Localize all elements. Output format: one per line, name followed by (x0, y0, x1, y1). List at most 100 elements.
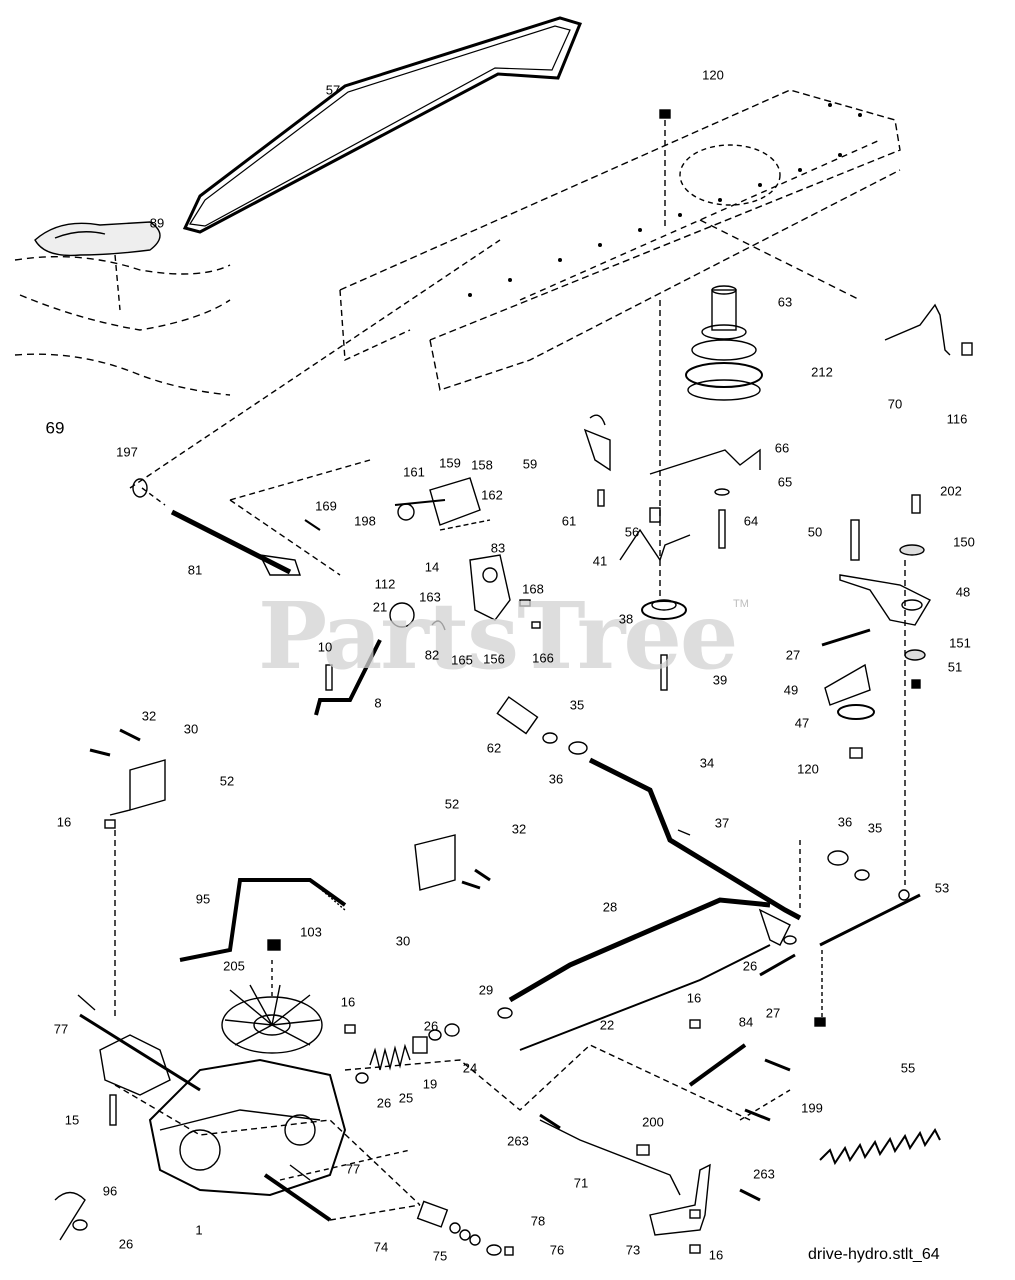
callout-label: 56 (624, 524, 640, 540)
callout-label: 16 (340, 994, 356, 1010)
callout-label: 96 (102, 1183, 118, 1199)
callout-label: 205 (223, 958, 245, 974)
callout-label: 36 (837, 814, 853, 830)
idler-38 (641, 599, 687, 691)
callout-label: 39 (712, 672, 728, 688)
callout-label: 21 (372, 599, 388, 615)
hook-70 (884, 303, 951, 356)
rod-95 (179, 878, 347, 962)
callout-label: 49 (783, 682, 799, 698)
callout-label: 27 (785, 647, 801, 663)
callout-label: 81 (187, 562, 203, 578)
callout-label: 24 (462, 1060, 478, 1076)
callout-label: 30 (395, 933, 411, 949)
callout-label: 59 (522, 456, 538, 472)
drive-belt (182, 16, 583, 234)
callout-label: 169 (315, 498, 337, 514)
pedal-pad (34, 221, 161, 257)
callout-label: 25 (398, 1090, 414, 1106)
callout-label: 14 (424, 559, 440, 575)
callout-label: 116 (946, 411, 968, 427)
callout-label: 76 (549, 1242, 565, 1258)
callout-label: 112 (374, 576, 396, 592)
callout-label: 162 (481, 487, 503, 503)
callout-label: 151 (949, 635, 971, 651)
callout-label: 57 (325, 82, 341, 98)
callout-label: 82 (424, 647, 440, 663)
callout-label: 26 (742, 958, 758, 974)
callout-label: 37 (714, 815, 730, 831)
callout-label: 84 (738, 1014, 754, 1030)
callout-label: 212 (811, 364, 833, 380)
watermark: PartsTree (258, 582, 738, 690)
callout-label: 28 (602, 899, 618, 915)
idler-arm-48 (839, 494, 931, 885)
bracket-41 (619, 528, 691, 562)
shaft-34 (588, 757, 802, 921)
callout-label: 32 (511, 821, 527, 837)
callout-label: 78 (530, 1213, 546, 1229)
diagram-filename: drive-hydro.stlt_64 (808, 1246, 940, 1263)
rod-28 (508, 897, 771, 1003)
frame-holes (468, 103, 862, 297)
callout-label: 62 (486, 740, 502, 756)
callout-label: 34 (699, 755, 715, 771)
callout-label: 168 (522, 581, 544, 597)
cooling-fan (221, 984, 323, 1054)
callout-label: 95 (195, 891, 211, 907)
rod-81 (170, 509, 292, 575)
callout-label: 199 (801, 1100, 823, 1116)
bracket-165 (469, 554, 511, 621)
callout-label: 10 (317, 639, 333, 655)
callout-label: 29 (478, 982, 494, 998)
callout-label: 35 (569, 697, 585, 713)
callout-label: 161 (403, 464, 425, 480)
bracket-30-center (414, 834, 491, 891)
bracket-30-left (89, 728, 166, 1020)
callout-label: 8 (374, 695, 382, 711)
callout-label: 158 (471, 457, 493, 473)
callout-label: 163 (419, 589, 441, 605)
callout-label: 197 (116, 444, 138, 460)
callout-label: 64 (743, 513, 759, 529)
callout-label: 200 (642, 1114, 664, 1130)
spring-55 (819, 1128, 941, 1166)
callout-label: 71 (573, 1175, 589, 1191)
callout-label: 263 (507, 1133, 529, 1149)
callout-label: 36 (548, 771, 564, 787)
callout-label: 38 (618, 611, 634, 627)
callout-label: 198 (354, 513, 376, 529)
callout-label: 103 (300, 924, 322, 940)
link-84 (688, 1043, 747, 1087)
callout-label: 51 (947, 659, 963, 675)
callout-label: 32 (141, 708, 157, 724)
callout-label: 61 (561, 513, 577, 529)
callout-label: 1 (195, 1222, 203, 1238)
callout-label: 70 (887, 396, 903, 412)
callout-label: 26 (118, 1236, 134, 1252)
callout-label: 75 (432, 1248, 448, 1264)
callout-label: 48 (955, 584, 971, 600)
callout-label: 120 (797, 761, 819, 777)
callout-label: 66 (774, 440, 790, 456)
callout-label: 41 (592, 553, 608, 569)
callout-label: 50 (807, 524, 823, 540)
callout-label: 27 (765, 1005, 781, 1021)
callout-label: 30 (183, 721, 199, 737)
callout-label: 73 (625, 1242, 641, 1258)
callout-label: 89 (149, 215, 165, 231)
callout-label: 165 (451, 652, 473, 668)
callout-label: 65 (777, 474, 793, 490)
rod-22 (519, 944, 771, 1051)
callout-label: 156 (483, 651, 505, 667)
callout-label: 35 (867, 820, 883, 836)
lever-8 (314, 639, 382, 716)
bracket-73 (649, 1163, 711, 1236)
frame (339, 89, 901, 341)
callout-label: 19 (422, 1076, 438, 1092)
callout-label: 22 (599, 1017, 615, 1033)
callout-label: 202 (940, 483, 962, 499)
callout-label: 16 (686, 990, 702, 1006)
callout-label: 77 (53, 1021, 69, 1037)
